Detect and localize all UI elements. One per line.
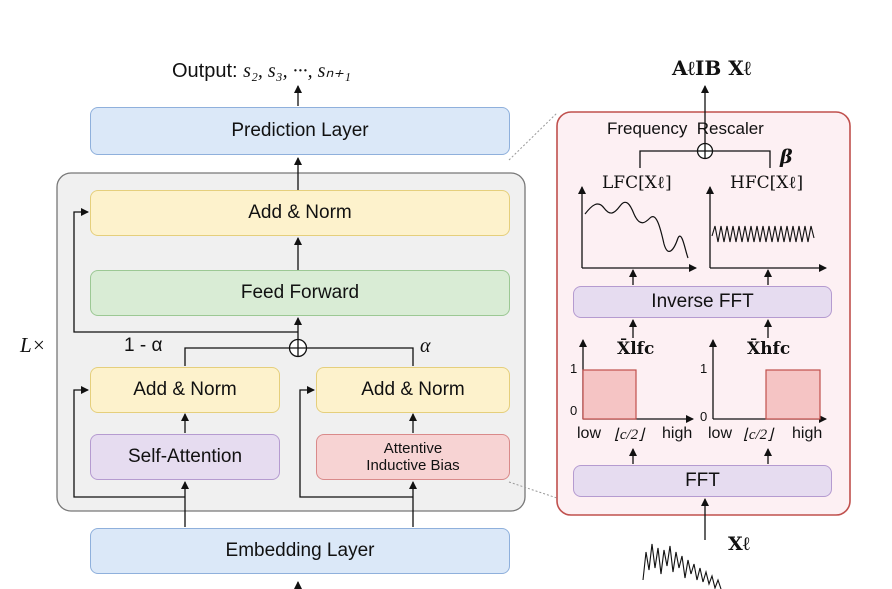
axis-right-low: low [708, 425, 733, 442]
axis-left-mid: ⌊c/2⌋ [614, 427, 645, 443]
add-norm-right: Add & Norm [316, 367, 510, 413]
prediction-layer-label: Prediction Layer [231, 120, 369, 142]
fft-label: FFT [685, 470, 720, 492]
feed-forward-label: Feed Forward [240, 282, 360, 304]
output-label: Output: s₂, s₃, ···, sₙ₊₁ [172, 58, 351, 83]
output-sequence: s₂, s₃, ···, sₙ₊₁ [243, 60, 351, 82]
add-norm-top: Add & Norm [90, 190, 510, 236]
lfc-plot [578, 186, 697, 272]
tick-zero-right: 0 [700, 409, 708, 424]
tick-zero-left: 0 [570, 403, 578, 418]
axis-right-mid: ⌊c/2⌋ [743, 427, 774, 443]
inverse-fft-label: Inverse FFT [651, 291, 754, 313]
axis-left-low: low [577, 425, 602, 442]
fft: FFT [573, 465, 832, 497]
low-pass-filter-plot [579, 339, 694, 423]
repeat-label: L× [20, 333, 46, 357]
hfc-plot [706, 186, 827, 272]
high-pass-filter-plot [709, 339, 827, 423]
frequency-rescaler-label: Frequency Rescaler [607, 119, 764, 138]
inverse-fft: Inverse FFT [573, 286, 832, 318]
input-signal-plot [642, 543, 722, 589]
add-norm-top-label: Add & Norm [248, 202, 352, 224]
hfc-label: HFC[Xℓ] [730, 173, 804, 193]
beta-label: β [780, 146, 793, 168]
add-norm-left-label: Add & Norm [133, 379, 237, 401]
tick-one-left: 1 [570, 361, 578, 376]
one-minus-alpha-label: 1 - α [124, 335, 163, 356]
input-label: Xℓ [728, 533, 750, 555]
attentive-inductive-bias: Attentive Inductive Bias [316, 434, 510, 480]
output-formula: AℓIB Xℓ [672, 56, 752, 80]
xlfc-label: X̄lfc [617, 339, 655, 359]
xhfc-label: X̄hfc [747, 339, 791, 359]
add-norm-left: Add & Norm [90, 367, 280, 413]
tick-one-right: 1 [700, 361, 708, 376]
axis-left-high: high [662, 425, 693, 442]
self-attention-label: Self-Attention [127, 446, 243, 468]
add-norm-right-label: Add & Norm [361, 379, 465, 401]
embedding-layer: Embedding Layer [90, 528, 510, 574]
embedding-layer-label: Embedding Layer [225, 540, 375, 562]
output-prefix: Output: [172, 60, 244, 82]
prediction-layer: Prediction Layer [90, 107, 510, 155]
transformer-block-container [56, 172, 526, 512]
alpha-label: α [420, 335, 431, 357]
axis-right-high: high [792, 425, 823, 442]
lfc-label: LFC[Xℓ] [602, 173, 672, 193]
self-attention: Self-Attention [90, 434, 280, 480]
feed-forward: Feed Forward [90, 270, 510, 316]
attentive-inductive-bias-label: Attentive Inductive Bias [366, 439, 460, 474]
